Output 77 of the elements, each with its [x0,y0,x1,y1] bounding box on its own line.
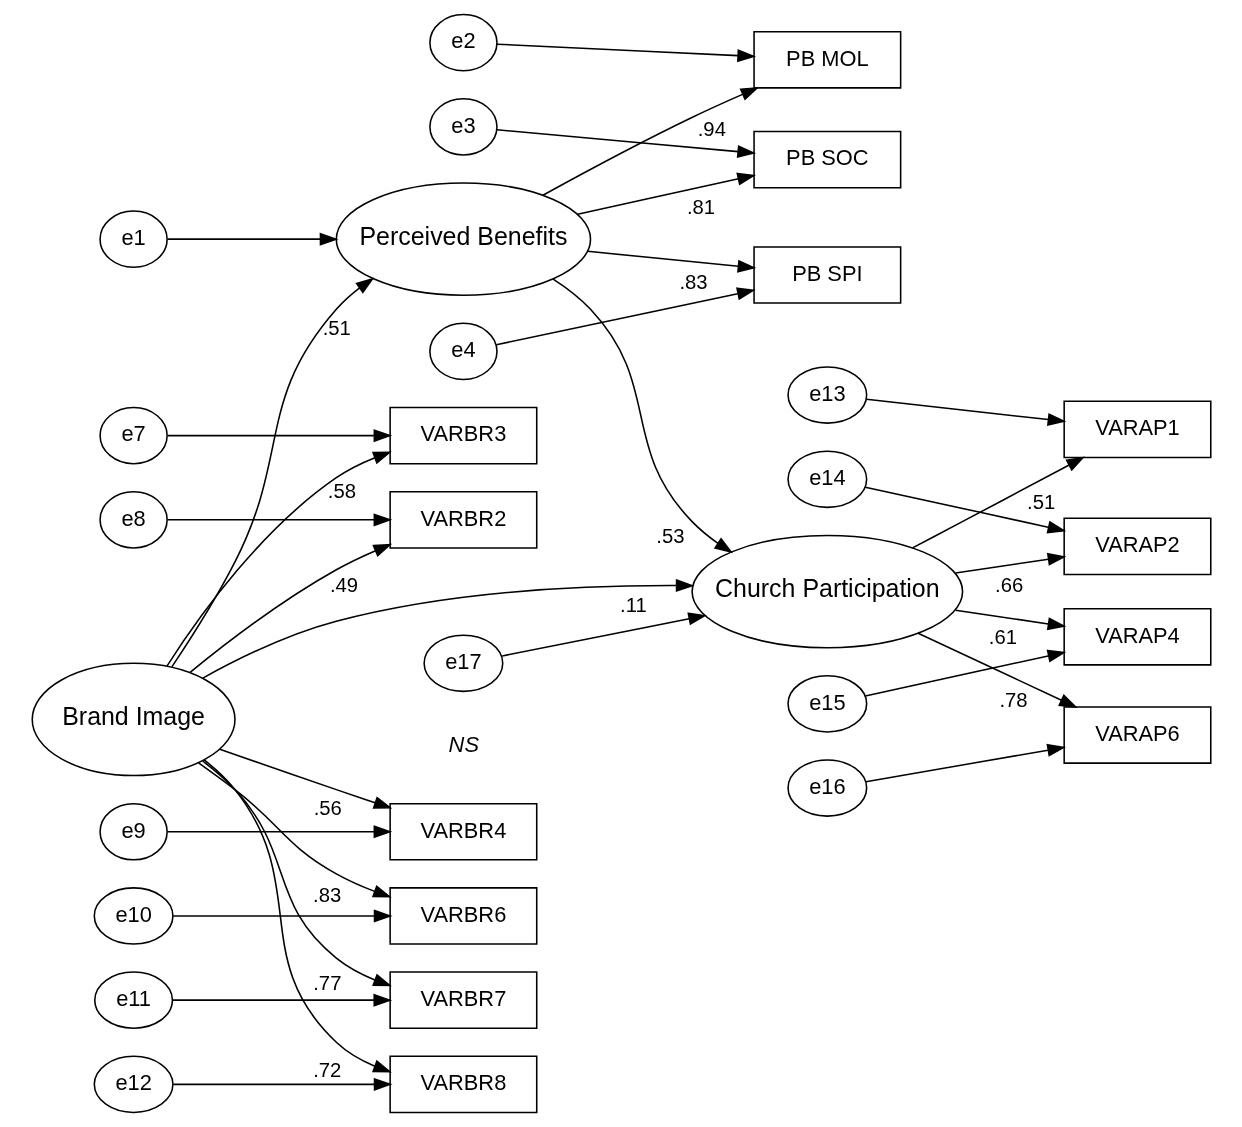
node-ellipse: e11 [93,971,173,1029]
arrow [495,287,756,346]
node-ellipse: e12 [93,1055,174,1114]
edge-label: .66 [994,573,1023,596]
node-ellipse: e7 [98,406,168,465]
arrow [201,760,392,987]
arrow [172,909,392,923]
arrow [166,232,338,246]
arrow [201,579,695,679]
node-box: PB SOC [752,130,901,189]
arrow [170,277,374,668]
arrow [576,172,756,216]
arrow [165,451,392,668]
edge-label: .58 [327,479,356,502]
arrow [166,825,392,839]
edge-label: .51 [1026,491,1055,514]
node-ellipse: e16 [786,759,867,817]
edge-label: .49 [329,574,358,597]
node-ellipse: e15 [786,675,867,733]
arrow [495,128,756,159]
node-box: VARBR3 [388,406,537,465]
arrow [197,762,392,898]
edge-label: .56 [313,796,342,819]
node-box: PB MOL [752,30,901,89]
arrow [172,1077,392,1091]
node-ellipse: e13 [786,366,867,424]
arrow [864,486,1066,534]
node-ellipse: e4 [428,322,498,381]
edge-label: .51 [322,317,351,340]
node-ellipse: e2 [428,13,498,72]
arrow [166,513,392,527]
node-ellipse: e14 [786,450,867,509]
arrow [911,456,1085,549]
edge-label: .53 [655,525,684,548]
node-box: VARAP1 [1062,400,1212,459]
node-box: VARAP6 [1062,706,1212,764]
arrow [166,429,392,443]
arrow [202,759,392,1073]
node-box: VARBR2 [388,491,537,549]
node-box: VARAP2 [1062,517,1212,576]
edge-label: .83 [312,884,341,907]
edge-label: .81 [686,196,715,219]
arrow [171,993,392,1007]
edge-label: .94 [697,118,726,141]
arrow [864,743,1066,783]
arrow [954,609,1066,631]
arrow [495,43,756,63]
node-box: VARBR7 [388,971,537,1029]
arrow [954,552,1066,574]
edge-label: .83 [678,270,708,293]
arrow [864,649,1066,697]
node-ellipse: e8 [98,491,168,549]
node-ellipse: e3 [428,98,498,156]
arrow [500,612,707,657]
arrow [551,278,733,554]
edge-label: .78 [998,688,1028,711]
node-box: VARAP4 [1062,607,1212,666]
node-box: VARBR4 [388,802,537,861]
node-ellipse: Brand Image [30,662,236,777]
edge-label: .77 [312,972,341,995]
arrow [586,250,756,273]
arrow [218,748,392,809]
arrow [865,398,1066,427]
node-box: VARBR6 [388,887,537,945]
node-ellipse: e10 [93,887,174,945]
edge-label: .61 [988,626,1017,649]
node-box: VARBR8 [388,1055,537,1114]
node-ellipse: e9 [98,802,168,861]
label: NS [448,731,479,757]
arrow [188,543,392,674]
edge-label: .72 [312,1058,341,1081]
edge-label: .11 [619,593,647,616]
node-ellipse: e17 [422,634,503,693]
arrow [541,87,759,197]
node-ellipse: e1 [98,210,168,268]
node-box: PB SPI [752,246,901,304]
arrow [916,632,1078,708]
